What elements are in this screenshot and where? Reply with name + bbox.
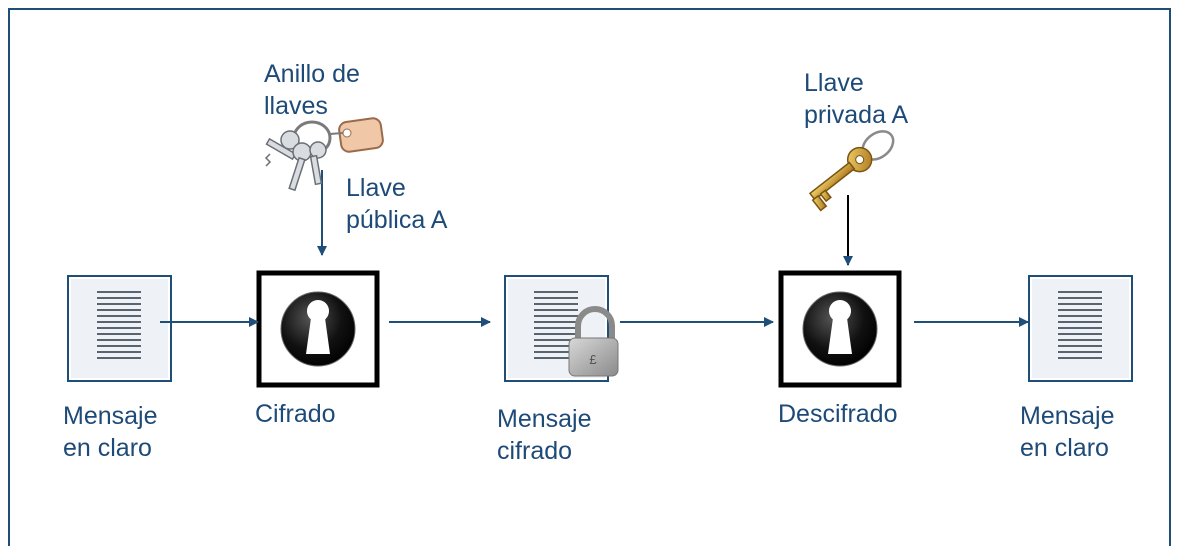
encrypt-keyhole-icon [256, 270, 380, 388]
decrypted-message-document-icon [1028, 275, 1133, 382]
plain-message-document-icon [67, 275, 172, 382]
decrypt-keyhole-icon [778, 270, 902, 388]
keyring-icon [264, 117, 384, 192]
plain-message-label: Mensaje en claro [63, 402, 158, 462]
ciphertext-document-icon [504, 275, 609, 382]
private-key-label: Llave privada A [804, 69, 909, 129]
svg-text:£: £ [589, 352, 597, 367]
public-key-label: Llave pública A [346, 174, 448, 234]
decrypted-message-label: Mensaje en claro [1020, 402, 1115, 462]
diagram-border [8, 8, 1171, 546]
padlock-icon: £ [568, 306, 619, 377]
decrypt-label: Descifrado [778, 400, 898, 428]
encrypt-label: Cifrado [255, 400, 336, 428]
keyring-label: Anillo de llaves [264, 60, 360, 120]
key-icon [808, 130, 895, 212]
ciphertext-label: Mensaje cifrado [497, 405, 592, 465]
